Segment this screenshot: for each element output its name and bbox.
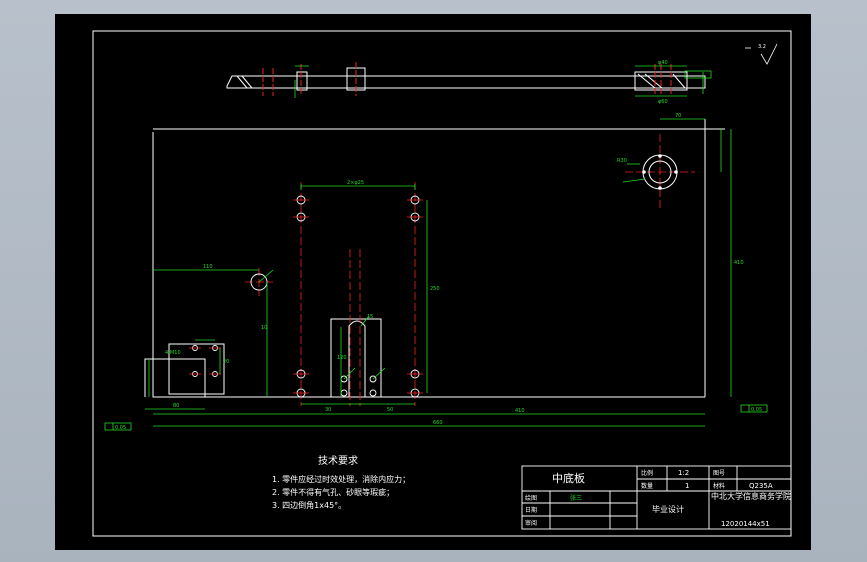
dim-step: 10 [261, 325, 267, 331]
drawing-sheet: φ40 φ60 3.2 [55, 14, 811, 550]
hole-slot-l2 [340, 389, 348, 397]
dim-slot-width: 15 [367, 314, 373, 320]
dim-overall-height: 410 [734, 260, 744, 266]
review-label: 审阅 [525, 519, 537, 527]
project-name: 毕业设计 [652, 504, 684, 514]
top-profile-view [226, 67, 706, 91]
part-name: 中底板 [552, 471, 585, 485]
dim-right-offset: 70 [675, 113, 681, 119]
main-dimension-lines [145, 118, 732, 427]
drawing-svg: φ40 φ60 3.2 [92, 30, 792, 537]
roughness-symbol [745, 43, 778, 65]
dim-small-block: 20 [223, 359, 229, 365]
dim-center-span: 250 [430, 286, 440, 292]
title-block [521, 465, 792, 530]
tech-req-item-2: 2. 零件不得有气孔、砂眼等瑕疵； [272, 487, 394, 497]
student-id: 12020144x51 [721, 520, 770, 528]
qty-value: 1 [685, 482, 689, 490]
main-centerlines [245, 134, 695, 406]
dim-slot-height: 120 [337, 355, 347, 361]
qty-label: 数量 [641, 482, 653, 490]
dim-hole-pitch: 50 [387, 407, 393, 413]
dim-pair-spacing: 30 [325, 407, 331, 413]
dim-circle-r: R30 [617, 158, 627, 164]
dim-top-spec: 4-M10 [165, 350, 181, 356]
bearing-circle [642, 154, 678, 190]
dim-left-offset: 110 [203, 264, 213, 270]
school-name-box: 中北大学信息商务学院 [711, 492, 791, 501]
flatness-frame-left [104, 422, 132, 431]
dim-total-length: 660 [433, 420, 443, 426]
dim-base-left: 80 [173, 403, 179, 409]
hole-crosshairs [189, 199, 423, 394]
dim-bore: 2×φ25 [347, 180, 364, 186]
dim-total-width: 410 [515, 408, 525, 414]
scale-value: 1:2 [678, 469, 689, 477]
tech-req-item-3: 3. 四边倒角1x45°。 [272, 500, 346, 510]
top-view-centerlines [262, 62, 672, 96]
flatness-left-value: 0.05 [115, 425, 126, 431]
material-value: Q235A [749, 482, 773, 490]
material-label: 材料 [713, 482, 725, 490]
scale-label: 比例 [641, 469, 653, 477]
bolt-holes [192, 195, 420, 398]
central-slot [330, 318, 382, 398]
top-dim-label-2: φ60 [658, 99, 668, 105]
hole-slot-r2 [369, 389, 377, 397]
tech-req-item-1: 1. 零件应经过时效处理，消除内应力； [272, 474, 410, 484]
date-label: 日期 [525, 506, 537, 514]
flatness-right-value: 0.05 [751, 407, 762, 413]
flatness-frame-right [684, 70, 768, 413]
main-plate-outline [152, 119, 725, 398]
hole-slot-r [369, 375, 377, 383]
roughness-value: 3.2 [758, 44, 766, 50]
drawn-label: 绘图 [525, 494, 537, 502]
top-dim-label: φ40 [658, 60, 668, 66]
top-view-dims [294, 65, 704, 98]
drawn-value: 张三 [570, 494, 582, 502]
school-name: 中北大学信息商务学院 [711, 492, 791, 501]
drawing-no-label: 图号 [713, 470, 725, 477]
inner-border [92, 30, 792, 537]
tech-requirements-title: 技术要求 [318, 454, 358, 467]
left-block [144, 343, 225, 397]
